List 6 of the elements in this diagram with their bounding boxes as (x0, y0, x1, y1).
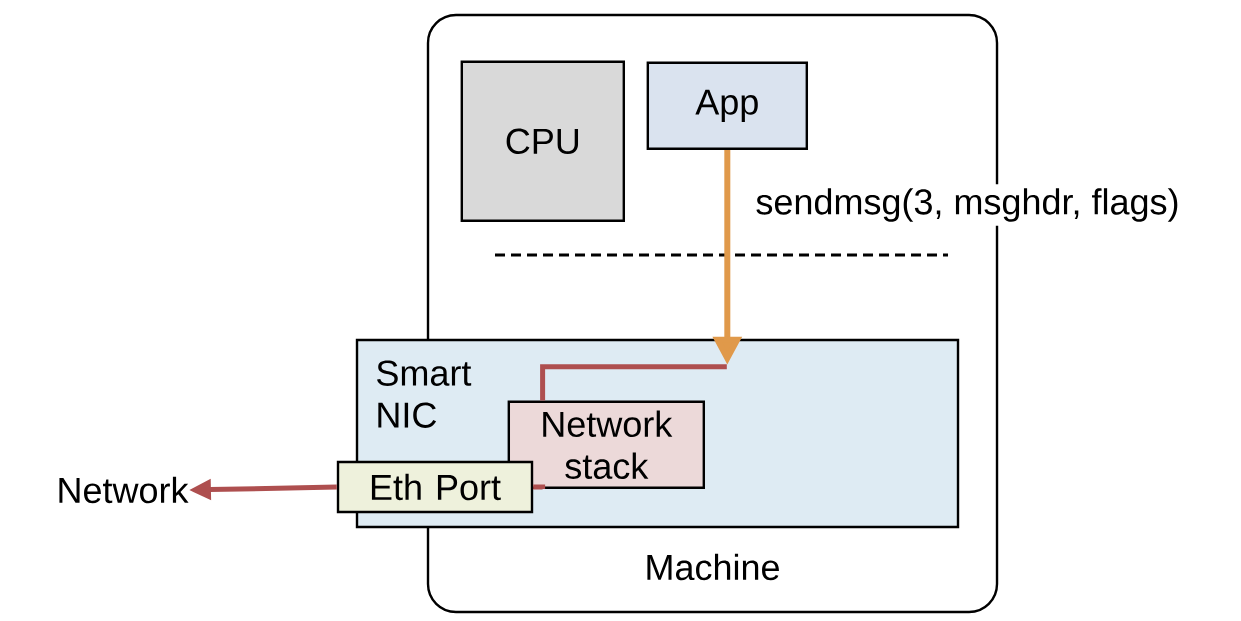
text-label: Network (59, 476, 189, 504)
cpu-box: CPU (460, 60, 625, 222)
port-box: Eth Port (336, 460, 534, 514)
stack-box: Network stack (507, 400, 705, 489)
app-box: App (646, 61, 808, 150)
edge-label: sendmsg(3, msghdr, flags) (751, 184, 1184, 226)
